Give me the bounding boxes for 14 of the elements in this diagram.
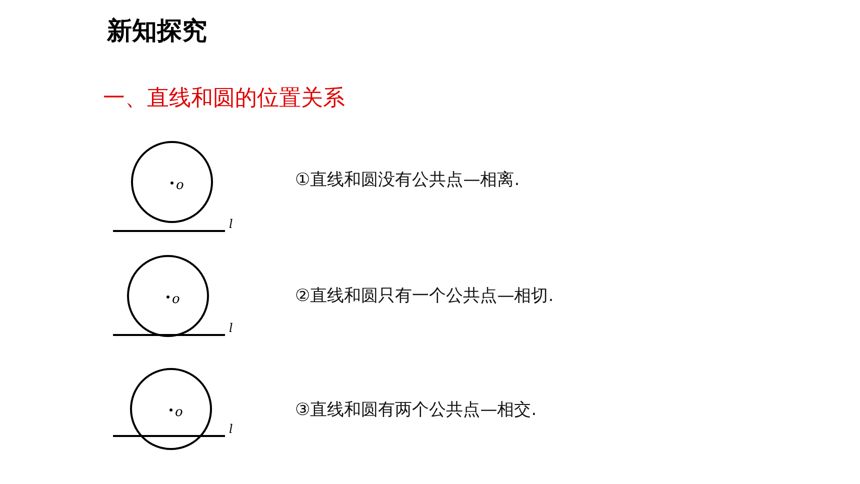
circle-drawing	[127, 255, 209, 337]
line-label: l	[229, 218, 233, 232]
center-label: o	[175, 406, 183, 419]
slide-title: 新知探究	[107, 17, 207, 46]
section-heading: 一、直线和圆的位置关系	[103, 86, 345, 112]
line-label: l	[229, 423, 233, 437]
line-label: l	[229, 322, 233, 336]
statement-text: ③直线和圆有两个公共点—相交.	[295, 401, 537, 421]
center-label: o	[176, 179, 184, 192]
center-label: o	[172, 293, 180, 306]
statement-text: ②直线和圆只有一个公共点—相切.	[295, 287, 554, 307]
circle-drawing	[131, 141, 213, 223]
circle-drawing	[130, 368, 212, 450]
statement-text: ①直线和圆没有公共点—相离.	[295, 171, 520, 191]
